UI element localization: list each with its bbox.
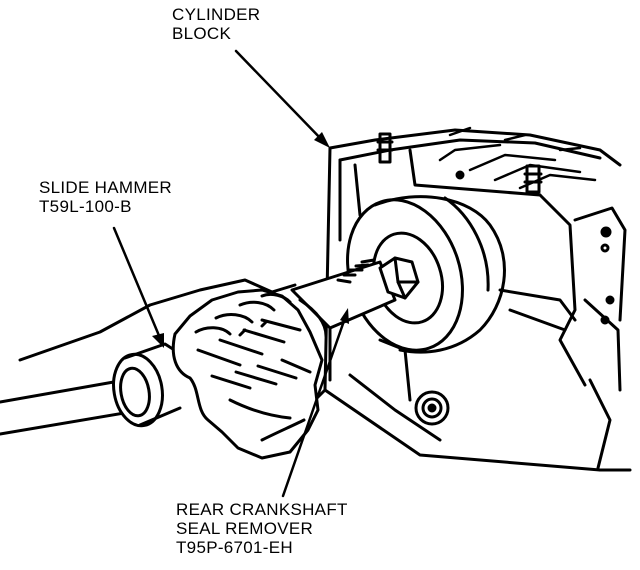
arrowhead-cylinder-block: [314, 132, 330, 148]
cylinder-block: [298, 128, 632, 472]
label-seal-remover-line2: SEAL REMOVER: [176, 519, 314, 538]
label-cylinder-block-line1: CYLINDER: [172, 5, 261, 24]
cylinder-block-bolt-studs: [376, 132, 543, 194]
label-cylinder-block-line2: BLOCK: [172, 24, 232, 43]
seal-remover-tool: [290, 258, 397, 338]
leader-line-cylinder-block: [234, 49, 326, 144]
label-cylinder-block: CYLINDER BLOCK: [172, 5, 260, 43]
leader-arrowheads: [152, 132, 349, 348]
label-seal-remover-part-number: T95P-6701-EH: [176, 538, 293, 557]
block-bolt-hole: [414, 390, 450, 426]
arrowhead-slide-hammer: [152, 333, 164, 348]
leader-line-seal-remover: [281, 316, 347, 498]
hand: [18, 278, 324, 460]
seal-remover-nut: [378, 256, 420, 300]
block-casting-details: [455, 170, 615, 325]
label-seal-remover-line1: REAR CRANKSHAFT: [176, 500, 348, 519]
label-seal-remover: REAR CRANKSHAFT SEAL REMOVER T95P-6701-E…: [176, 500, 348, 557]
label-slide-hammer: SLIDE HAMMER T59L-100-B: [39, 178, 172, 216]
leader-lines: [112, 49, 347, 498]
label-slide-hammer-part-number: T59L-100-B: [39, 197, 132, 216]
arrowhead-seal-remover: [340, 308, 349, 324]
cylinder-block-ribs: [438, 126, 597, 190]
leader-line-slide-hammer: [112, 226, 162, 340]
label-slide-hammer-line1: SLIDE HAMMER: [39, 178, 173, 197]
slide-hammer: [0, 342, 192, 436]
